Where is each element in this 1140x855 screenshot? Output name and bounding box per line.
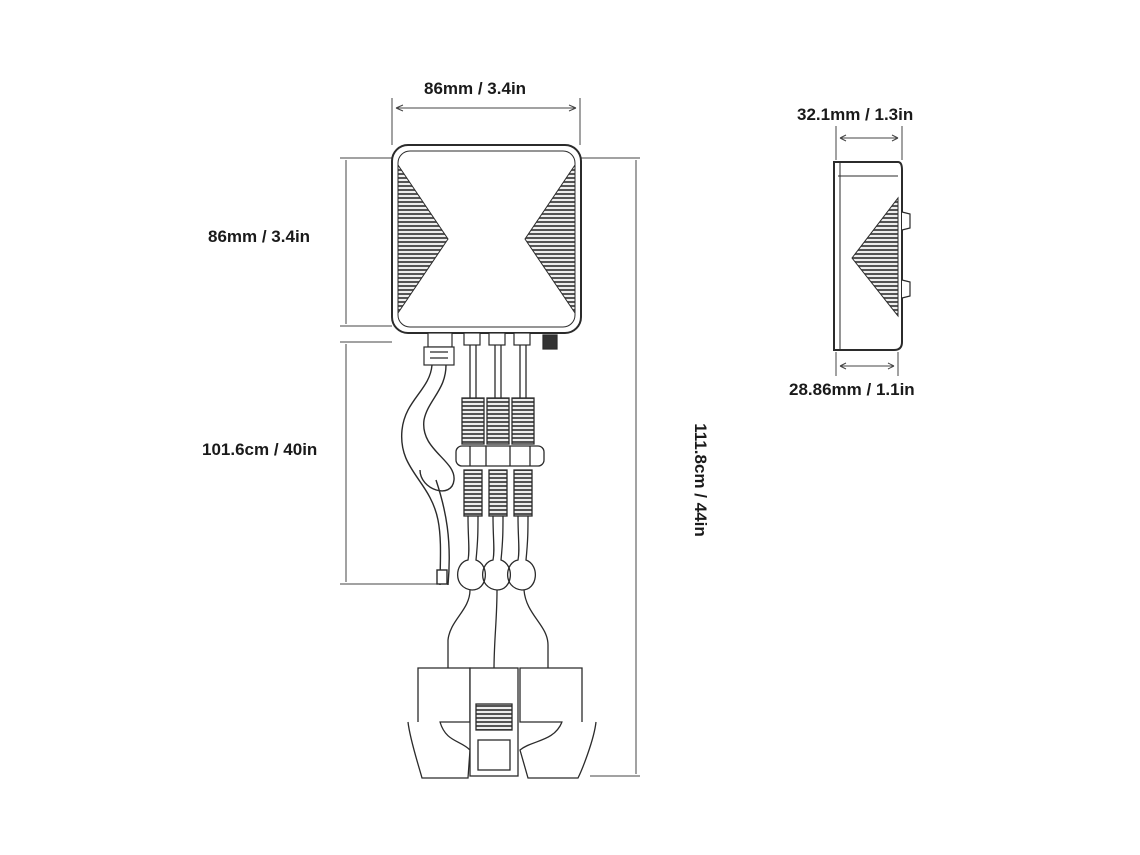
cable-length-label: 101.6cm / 40in [202, 440, 318, 459]
device-side [833, 161, 911, 351]
device-ports [423, 332, 558, 366]
total-length-label: 111.8cm / 44in [691, 423, 710, 537]
ct-clamps [407, 667, 597, 779]
dimension-lines [340, 98, 903, 777]
device-width-label: 86mm / 3.4in [424, 79, 527, 98]
power-cable [401, 364, 455, 586]
ct-cables [447, 345, 549, 671]
side-depth-bottom-label: 28.86mm / 1.1in [789, 380, 915, 399]
cable-clip [455, 445, 545, 467]
side-depth-top-label: 32.1mm / 1.3in [797, 105, 914, 124]
device-height-label: 86mm / 3.4in [208, 227, 311, 246]
device-front [391, 144, 582, 334]
